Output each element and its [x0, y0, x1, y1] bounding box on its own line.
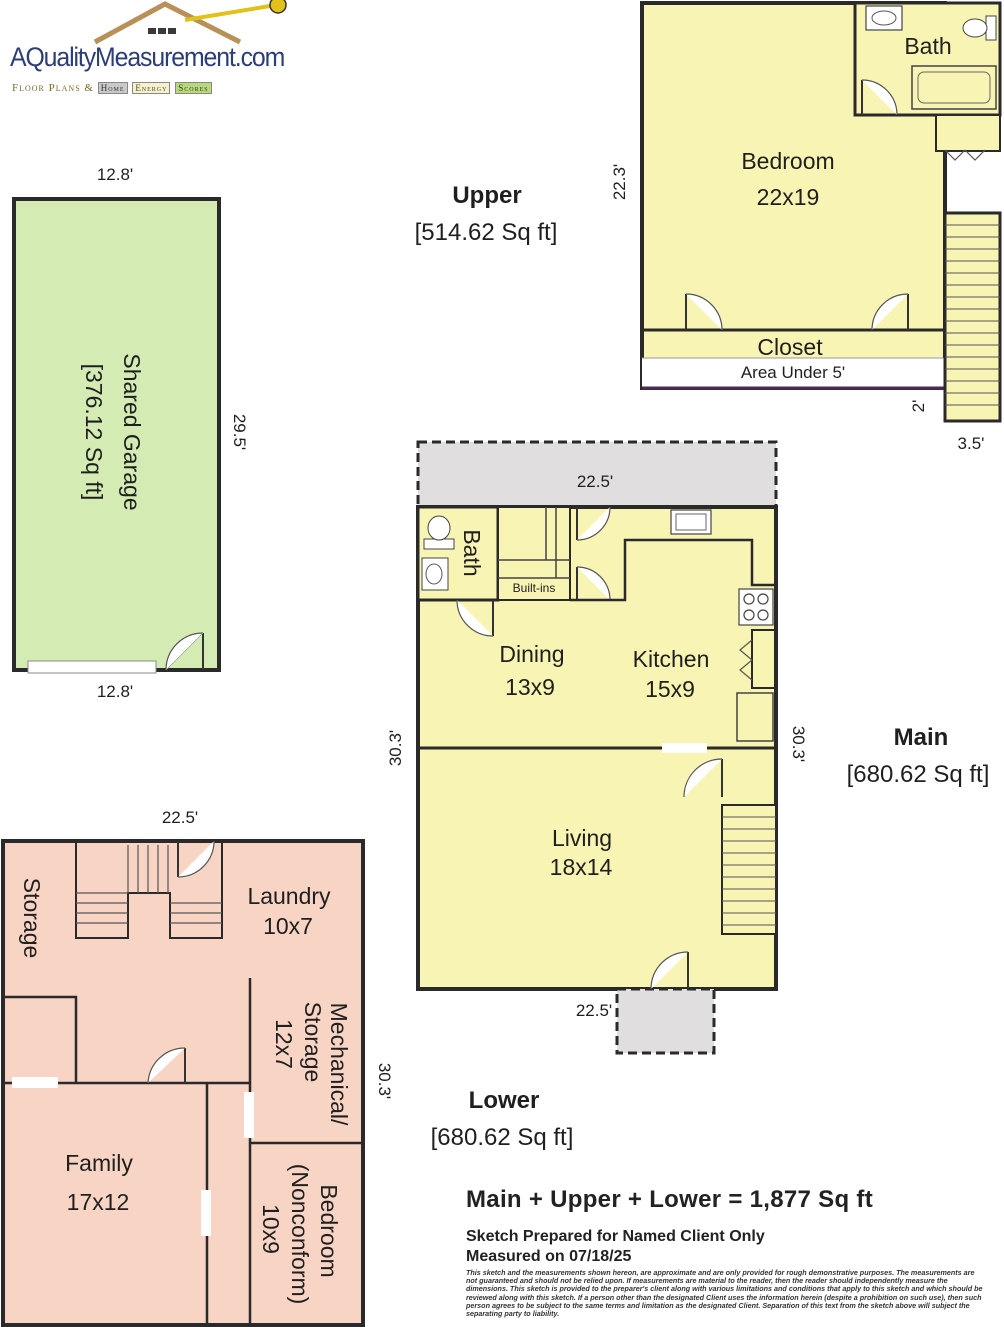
lower-dim-right: 30.3' — [375, 1063, 394, 1099]
main-stair-door-icon — [683, 758, 723, 798]
house-roof-icon — [93, 0, 287, 45]
closet-door-icon — [944, 149, 986, 161]
main-stair — [722, 816, 776, 926]
upper-dim-stair-small: 2' — [909, 400, 928, 413]
lower-bedroom-size: 10x9 — [258, 1204, 284, 1254]
kitchen-closet-door-icon — [739, 639, 753, 681]
main-dining-size: 13x9 — [505, 674, 555, 700]
main-living-size: 18x14 — [550, 854, 613, 880]
brand-name: AQualityMeasurement.com — [10, 42, 285, 72]
lower-heading: Lower — [469, 1087, 540, 1114]
stove-icon — [738, 588, 774, 626]
lower-family-door-icon — [147, 1047, 186, 1084]
lower-bedroom-label-1: Bedroom — [316, 1184, 342, 1277]
upper-dim-side: 22.3' — [610, 164, 629, 200]
main-dining-label: Dining — [499, 641, 564, 667]
main-living-label: Living — [552, 825, 612, 851]
sink-icon — [865, 5, 903, 31]
garage-name: Shared Garage — [119, 353, 145, 510]
garage-area: [376.12 Sq ft] — [81, 364, 107, 501]
garage-dim-bottom: 12.8' — [97, 682, 133, 701]
main-kitchen-label: Kitchen — [633, 646, 710, 672]
tagline-prefix: Floor Plans & — [12, 82, 94, 94]
lower-mech-size: 12x7 — [271, 1019, 297, 1069]
main-builtins-label: Built-ins — [513, 581, 556, 595]
prepared-note: Sketch Prepared for Named Client Only Me… — [466, 1227, 765, 1267]
garage-dim-top: 12.8' — [97, 165, 133, 184]
lower-stair — [76, 845, 222, 924]
upper-plan: Upper [514.62 Sq ft] — [415, 1, 1002, 453]
lower-mech-label-1: Mechanical/ — [326, 1003, 352, 1126]
closet-door-right-icon — [871, 293, 909, 331]
lower-plan: Storage Laundry 10x7 Mechanical/ Storage… — [1, 808, 574, 1327]
lower-family-label: Family — [65, 1150, 133, 1176]
upper-under-label: Area Under 5' — [741, 363, 845, 382]
brand-tagline: Floor Plans & Home Energy Scores — [12, 82, 213, 94]
lower-dim-top: 22.5' — [162, 808, 198, 827]
upper-area: [514.62 Sq ft] — [415, 219, 558, 246]
upper-closet-label: Closet — [757, 334, 823, 360]
upper-bedroom-label: Bedroom — [741, 148, 834, 174]
main-bath-door-icon — [456, 599, 494, 637]
front-door-icon — [650, 951, 689, 990]
garage-door-icon — [165, 632, 204, 671]
upper-stair — [945, 224, 1000, 406]
lower-storage-label: Storage — [19, 878, 45, 959]
tagline-energy: Energy — [132, 82, 171, 94]
prepared-for: Sketch Prepared for Named Client Only — [466, 1228, 765, 1245]
main-dim-right: 30.3' — [789, 726, 808, 762]
bath-door-icon — [861, 79, 898, 116]
measured-date: Measured on 07/18/25 — [466, 1248, 632, 1265]
upper-bath-label: Bath — [904, 33, 951, 59]
tagline-scores: Scores — [175, 82, 212, 94]
main-toilet-icon — [423, 515, 455, 550]
toilet-icon — [962, 15, 997, 41]
lower-laundry-label: Laundry — [247, 883, 331, 909]
upper-dim-stair-width: 3.5' — [958, 434, 985, 453]
kitchen-sink-icon — [670, 509, 712, 535]
lower-family-size: 17x12 — [67, 1189, 130, 1215]
main-dim-bottom: 22.5' — [576, 1001, 612, 1020]
upper-heading: Upper — [452, 182, 521, 209]
lower-stair-door-icon — [177, 840, 215, 878]
garage-dim-side: 29.5' — [230, 414, 249, 450]
upper-bedroom-size: 22x19 — [757, 184, 820, 210]
lower-area: [680.62 Sq ft] — [431, 1124, 574, 1151]
lower-mech-label-2: Storage — [300, 1002, 326, 1083]
main-bath-label: Bath — [459, 529, 485, 576]
tagline-home: Home — [97, 82, 128, 94]
main-heading: Main — [894, 724, 949, 751]
main-plan: 22.5' Built-ins — [386, 440, 990, 1055]
main-closet-door-icon — [576, 506, 611, 541]
garage-plan: 12.8' 12.8' 29.5' Shared Garage [376.12 … — [12, 165, 249, 701]
lower-laundry-size: 10x7 — [263, 913, 313, 939]
lower-bedroom-label-2: (Nonconform) — [287, 1164, 313, 1305]
main-area: [680.62 Sq ft] — [847, 761, 990, 788]
main-pantry-door-icon — [576, 566, 611, 601]
main-dim-left: 30.3' — [386, 730, 405, 766]
main-sink-icon — [421, 557, 449, 591]
main-kitchen-size: 15x9 — [645, 676, 695, 702]
closet-door-left-icon — [685, 293, 723, 331]
main-dim-top: 22.5' — [577, 472, 613, 491]
disclaimer: This sketch and the measurements shown h… — [466, 1268, 983, 1319]
total-area-summary: Main + Upper + Lower = 1,877 Sq ft — [466, 1186, 873, 1213]
